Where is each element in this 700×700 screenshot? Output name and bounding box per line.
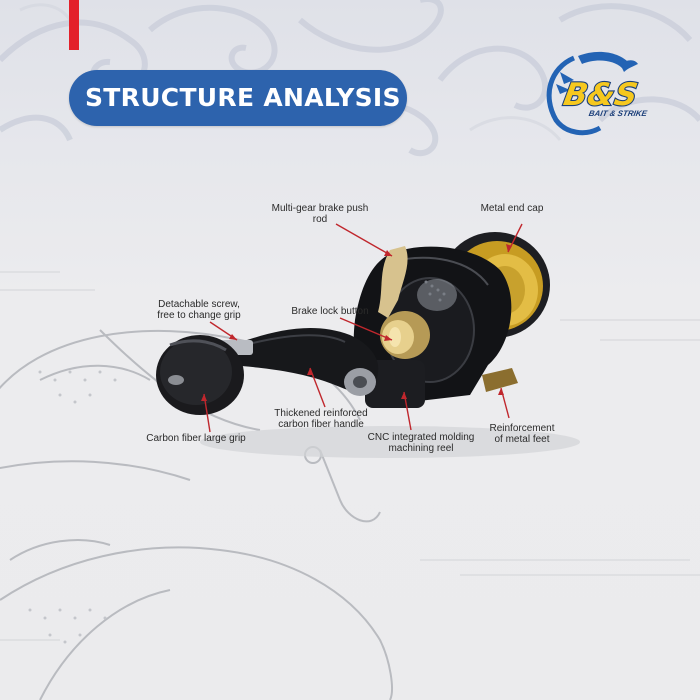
title-banner: STRUCTURE ANALYSIS (69, 70, 407, 126)
label-feet: Reinforcement of metal feet (489, 423, 555, 445)
reel-foot (482, 368, 518, 392)
label-brake-button: Brake lock button (291, 306, 369, 317)
carbon-grip (156, 335, 244, 415)
speed-lines (0, 271, 700, 641)
accent-bar (69, 0, 79, 50)
brake-push-rod (378, 246, 408, 318)
brand-logo: B&S BAIT & STRIKE (538, 50, 664, 136)
logo-tagline: BAIT & STRIKE (588, 109, 648, 118)
logo-graphic: B&S BAIT & STRIKE (546, 51, 648, 136)
reel-shadow (200, 426, 580, 458)
reel-handle (218, 328, 379, 396)
brake-button-leader (339, 317, 393, 341)
label-screw: Detachable screw, free to change grip (157, 299, 241, 321)
push-rod-leader (335, 223, 393, 257)
page-title: STRUCTURE ANALYSIS (85, 83, 401, 112)
label-cnc-reel: CNC integrated molding machining reel (367, 432, 475, 454)
label-grip: Carbon fiber large grip (146, 433, 246, 444)
brake-lock-button (380, 311, 430, 359)
logo-hook-icon (546, 55, 602, 136)
label-push-rod: Multi-gear brake push rod (271, 203, 369, 225)
label-handle: Thickened reinforced carbon fiber handle (274, 408, 368, 430)
logo-text: B&S (561, 77, 640, 113)
label-end-cap: Metal end cap (480, 203, 544, 214)
